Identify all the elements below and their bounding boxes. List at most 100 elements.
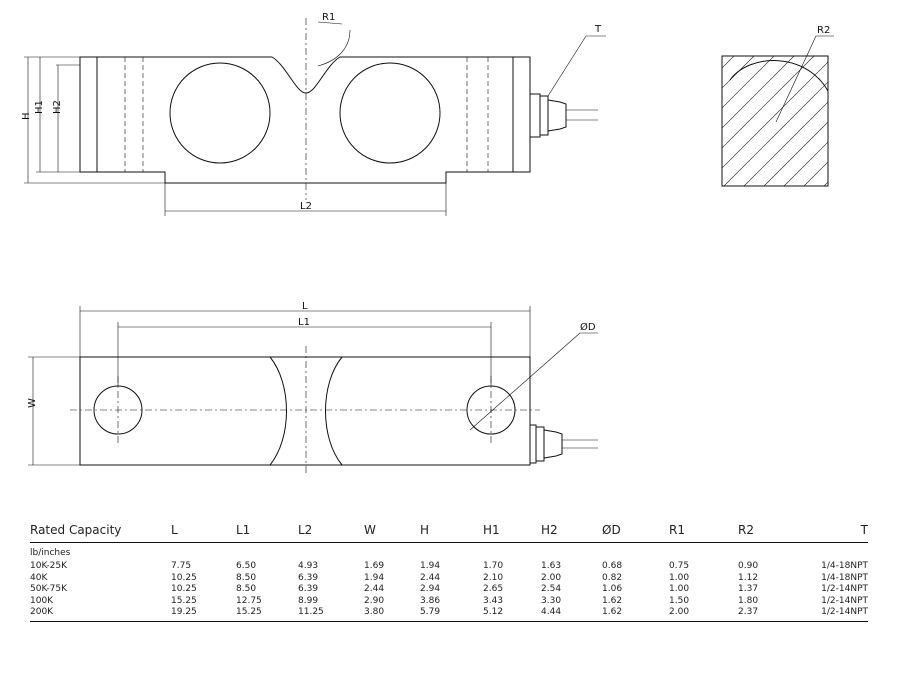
table-cell: 3.86 (420, 595, 441, 606)
table-cell: 200K (30, 607, 171, 622)
table-cell: 2.54 (541, 584, 562, 594)
table-cell: 6.39 (298, 584, 319, 594)
table-cell: 4.93 (298, 561, 319, 571)
col-header: R2 (738, 520, 808, 543)
label-r2: R2 (817, 25, 830, 36)
col-header: T (808, 520, 868, 543)
table-cell: 50K-75K (30, 584, 68, 594)
table-cell: 1.37 (738, 584, 759, 594)
table-cell: 4.44 (541, 607, 602, 622)
table-cell: 1.00 (669, 572, 690, 583)
label-r1: R1 (322, 12, 335, 23)
table-cell: 1.06 (602, 584, 623, 594)
table-cell: 2.90 (364, 595, 385, 606)
table-cell: 1.94 (364, 572, 385, 583)
table-cell: 10.25 (171, 572, 197, 583)
table-cell: 12.75 (236, 595, 262, 606)
table-cell: 15.25 (236, 607, 298, 622)
side-view: R1 T H H1 H2 L2 (21, 12, 606, 216)
table-row: 10K-25K 7.75 6.50 4.93 1.69 1.94 1.70 1.… (30, 561, 868, 573)
table-cell: 10K-25K (30, 561, 68, 571)
units-row: lb/inches (30, 543, 868, 562)
table-cell: 5.79 (420, 607, 483, 622)
table-cell: 2.65 (483, 584, 504, 594)
table-cell: 2.00 (669, 607, 738, 622)
table-cell: 11.25 (298, 607, 364, 622)
table-cell: 1.12 (738, 572, 759, 583)
col-header: W (364, 520, 420, 543)
table-cell: 1.62 (602, 607, 669, 622)
spec-table: Rated Capacity L L1 L2 W H H1 H2 ØD R1 R… (30, 520, 868, 622)
table-cell: 19.25 (171, 607, 236, 622)
cable-connector (529, 93, 598, 138)
table-cell: 3.43 (483, 595, 504, 606)
cable-connector-top (529, 424, 598, 464)
col-header: H2 (541, 520, 602, 543)
table-cell: 2.94 (420, 584, 441, 594)
table-cell: 15.25 (171, 595, 197, 606)
table-cell: 6.39 (298, 572, 319, 583)
table-cell: 1/2-14NPT (821, 595, 868, 606)
table-cell: 8.50 (236, 572, 257, 583)
label-l1: L1 (298, 317, 310, 328)
label-l: L (302, 301, 308, 312)
table-cell: 100K (30, 595, 54, 606)
table-row: 100K 15.25 12.75 8.99 2.90 3.86 3.43 3.3… (30, 596, 868, 608)
table-cell: 0.90 (738, 561, 759, 571)
label-h: H (21, 112, 32, 120)
table-cell: 5.12 (483, 607, 541, 622)
col-header: L2 (298, 520, 364, 543)
table-cell: 40K (30, 572, 48, 583)
col-header: R1 (669, 520, 738, 543)
label-diameter: ØD (580, 321, 596, 333)
table-cell: 2.10 (483, 572, 504, 583)
side-bore-right (339, 62, 441, 164)
units-label: lb/inches (30, 548, 71, 559)
col-header: L (171, 520, 236, 543)
table-cell: 1/4-18NPT (821, 561, 868, 571)
table-cell: 1.63 (541, 561, 562, 571)
table-cell: 1.00 (669, 584, 690, 594)
table-cell: 1.69 (364, 561, 385, 571)
label-h1: H1 (34, 100, 45, 114)
table-cell: 7.75 (171, 561, 192, 571)
top-view: L L1 W ØD (27, 301, 598, 474)
spec-table-container: Rated Capacity L L1 L2 W H H1 H2 ØD R1 R… (30, 520, 868, 622)
table-cell: 8.50 (236, 584, 257, 594)
table-cell: 1/2-14NPT (821, 584, 868, 594)
table-cell: 8.99 (298, 595, 319, 606)
col-header: H1 (483, 520, 541, 543)
load-cell-drawing: R1 T H H1 H2 L2 (21, 12, 834, 474)
label-w: W (27, 398, 38, 408)
table-cell: 1.80 (738, 595, 759, 606)
label-h2: H2 (52, 100, 63, 114)
table-cell: 3.80 (364, 607, 420, 622)
table-row: 50K-75K 10.25 8.50 6.39 2.44 2.94 2.65 2… (30, 584, 868, 596)
label-l2: L2 (300, 201, 312, 212)
table-row: 200K 19.25 15.25 11.25 3.80 5.79 5.12 4.… (30, 607, 868, 622)
table-cell: 2.00 (541, 572, 562, 583)
table-cell: 0.68 (602, 561, 623, 571)
table-cell: 1/4-18NPT (821, 572, 868, 583)
table-cell: 2.44 (420, 572, 441, 583)
col-header: Rated Capacity (30, 520, 171, 543)
table-cell: 10.25 (171, 584, 197, 594)
label-t: T (594, 24, 602, 35)
table-cell: 2.37 (738, 607, 808, 622)
table-cell: 0.82 (602, 572, 623, 583)
col-header: ØD (602, 520, 669, 543)
side-bore-left (169, 62, 271, 164)
section-view: R2 (721, 25, 834, 187)
table-cell: 2.44 (364, 584, 385, 594)
table-cell: 1.50 (669, 595, 690, 606)
col-header: H (420, 520, 483, 543)
table-cell: 1.62 (602, 595, 623, 606)
table-row: 40K 10.25 8.50 6.39 1.94 2.44 2.10 2.00 … (30, 573, 868, 585)
table-cell: 6.50 (236, 561, 257, 571)
table-cell: 1.70 (483, 561, 504, 571)
table-cell: 0.75 (669, 561, 690, 571)
table-cell: 1.94 (420, 561, 441, 571)
table-cell: 1/2-14NPT (808, 607, 868, 622)
table-header-row: Rated Capacity L L1 L2 W H H1 H2 ØD R1 R… (30, 520, 868, 543)
table-cell: 3.30 (541, 595, 562, 606)
